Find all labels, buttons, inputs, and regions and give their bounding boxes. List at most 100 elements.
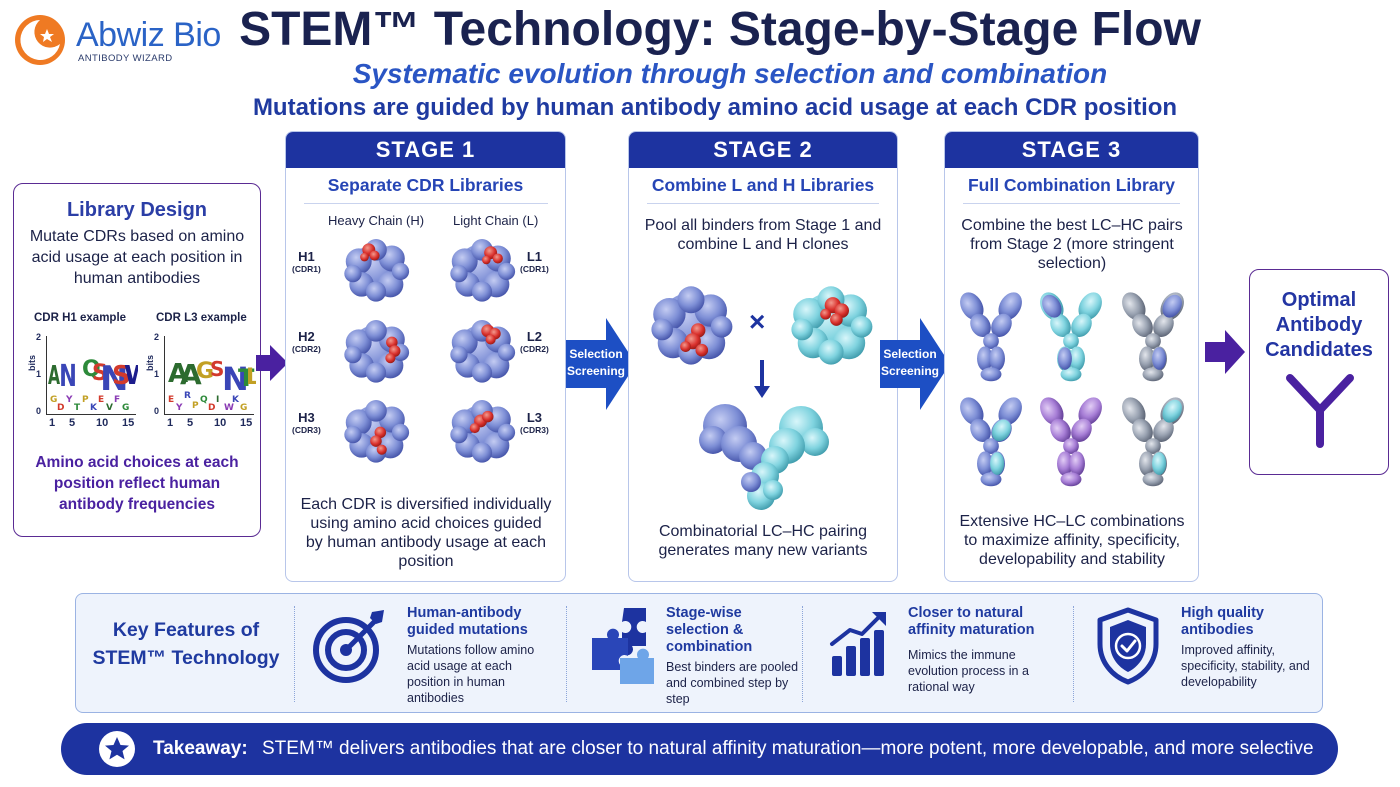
- svg-text:K: K: [232, 395, 240, 405]
- page-title: STEM™ Technology: Stage-by-Stage Flow: [239, 3, 1201, 56]
- arrow-right-icon: [1205, 330, 1245, 374]
- svg-text:N: N: [100, 359, 128, 399]
- heavy-chain-protein-illustration: [643, 280, 739, 370]
- stage-2-panel: STAGE 2 Combine L and H Libraries Pool a…: [628, 131, 898, 582]
- feature-title: Stage-wise selection & combination: [666, 605, 753, 655]
- feature-title: High quality antibodies: [1181, 605, 1264, 638]
- antibody-variant-illustration: [1035, 392, 1107, 488]
- protein-l2-illustration: [440, 315, 524, 387]
- key-features-heading: Key Features of STEM™ Technology: [92, 619, 280, 669]
- star-badge-icon: [99, 731, 135, 767]
- svg-text:K: K: [90, 403, 98, 413]
- svg-text:Y: Y: [65, 395, 73, 405]
- svg-text:S: S: [112, 361, 131, 391]
- svg-text:F: F: [114, 395, 120, 405]
- cdr-label-l1: L1(CDR1): [520, 250, 549, 276]
- logo-letters-h1: A N Q S N S W GD YT PK EV FG: [48, 357, 138, 413]
- multiply-icon: ×: [749, 306, 766, 337]
- svg-text:A: A: [180, 358, 202, 391]
- sequence-logo-h1: bits 2 1 0 A N Q S N S W GD YT PK EV FG: [22, 332, 140, 437]
- svg-text:L: L: [246, 365, 256, 390]
- bar-chart-icon: [830, 612, 886, 676]
- svg-text:D: D: [57, 403, 64, 413]
- library-design-footer: Amino acid choices at each position refl…: [35, 454, 239, 513]
- stage-2-body: Pool all binders from Stage 1 and combin…: [644, 217, 882, 253]
- svg-text:N: N: [222, 360, 249, 398]
- stage-3-header: STAGE 3: [945, 132, 1198, 168]
- svg-text:T: T: [238, 364, 255, 392]
- svg-text:Y: Y: [175, 403, 183, 413]
- y-tick: 0: [154, 406, 160, 416]
- antibody-fab-illustration: [699, 404, 829, 510]
- svg-text:S: S: [210, 357, 224, 381]
- x-tick: 5: [69, 417, 76, 429]
- svg-text:D: D: [208, 403, 215, 413]
- y-tick: 1: [154, 369, 160, 379]
- light-chain-protein-illustration: [783, 280, 879, 370]
- y-tick: 2: [36, 332, 42, 342]
- antibody-variant-illustration: [1117, 392, 1189, 488]
- svg-text:N: N: [59, 359, 77, 394]
- library-design-panel: Library Design Mutate CDRs based on amin…: [13, 183, 261, 537]
- y-tick: 1: [36, 369, 42, 379]
- x-tick: 10: [214, 417, 227, 429]
- stage-2-footer: Combinatorial LC–HC pairing generates ma…: [658, 523, 868, 559]
- svg-text:T: T: [74, 403, 81, 413]
- protein-h1-illustration: [334, 234, 418, 306]
- puzzle-icon: [592, 608, 654, 684]
- cdr-l3-example-label: CDR L3 example: [156, 312, 247, 324]
- arrow-label-selection: Selection: [569, 347, 623, 361]
- cdr-sub: (CDR1): [292, 264, 321, 274]
- abwiz-logo-icon: [15, 15, 65, 65]
- svg-text:S: S: [92, 361, 108, 386]
- stage-3-subtitle: Full Combination Library: [967, 175, 1176, 195]
- svg-text:E: E: [168, 395, 174, 405]
- arrow-right-icon: [256, 345, 288, 381]
- heavy-chain-label: Heavy Chain (H): [328, 213, 425, 228]
- svg-text:W: W: [224, 403, 234, 413]
- svg-text:P: P: [82, 395, 89, 405]
- cdr-name: H2: [298, 329, 315, 344]
- svg-text:W: W: [124, 361, 138, 391]
- svg-text:A: A: [168, 359, 188, 389]
- takeaway-bar: Takeaway: STEM™ delivers antibodies that…: [61, 723, 1338, 775]
- y-tick: 0: [36, 406, 42, 416]
- arrow-label-selection: Selection: [883, 347, 937, 361]
- logo-tagline: ANTIBODY WIZARD: [78, 53, 173, 64]
- light-chain-label: Light Chain (L): [453, 213, 539, 228]
- y-tick: 2: [154, 332, 160, 342]
- logo-letters-l3: A A G S N T L EY RP QD IW KG: [168, 357, 256, 413]
- feature-description: Improved affinity, specificity, stabilit…: [1181, 643, 1310, 689]
- arrow-right-icon: [566, 318, 636, 410]
- x-tick: 10: [96, 417, 109, 429]
- arrow-right-icon: [880, 318, 950, 410]
- stage-1-panel: STAGE 1 Separate CDR Libraries Heavy Cha…: [285, 131, 566, 582]
- protein-l1-illustration: [440, 234, 524, 306]
- cdr-sub: (CDR3): [520, 425, 549, 435]
- cdr-label-l2: L2(CDR2): [520, 330, 549, 356]
- feature-description: Mutations follow amino acid usage at eac…: [407, 643, 535, 705]
- svg-text:I: I: [216, 395, 219, 405]
- x-tick: 5: [187, 417, 194, 429]
- page-subtitle: Systematic evolution through selection a…: [352, 58, 1108, 89]
- cdr-name: L3: [526, 410, 542, 425]
- takeaway-label: Takeaway:: [153, 738, 248, 759]
- protein-h3-illustration: [334, 395, 418, 467]
- selection-screening-label: Selection Screening: [566, 346, 626, 380]
- svg-text:G: G: [50, 395, 57, 405]
- antibody-variant-illustration: [1117, 287, 1189, 383]
- feature-title: Human-antibody guided mutations: [407, 605, 528, 638]
- antibody-variant-illustration: [1035, 287, 1107, 383]
- feature-description: Best binders are pooled and combined ste…: [666, 660, 799, 706]
- logo-name: Abwiz Bio: [76, 16, 221, 54]
- arrow-label-screening: Screening: [880, 364, 940, 378]
- svg-text:P: P: [192, 401, 199, 411]
- stage-1-header: STAGE 1: [286, 132, 565, 168]
- stage-3-footer: Extensive HC–LC combinations to maximize…: [959, 513, 1185, 568]
- antibody-variant-illustration: [955, 392, 1027, 488]
- selection-screening-arrow-1: Selection Screening: [566, 318, 636, 410]
- x-tick: 15: [122, 417, 135, 429]
- cdr-name: H1: [298, 249, 315, 264]
- arrow-down-icon: [754, 360, 770, 398]
